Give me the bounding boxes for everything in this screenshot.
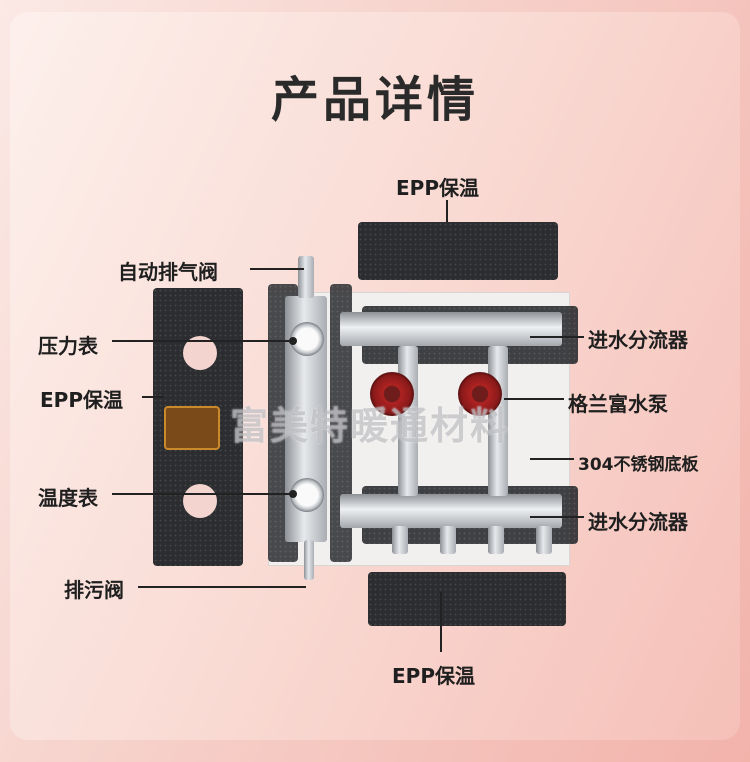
leader-epp-bottom — [440, 592, 442, 652]
label-pump: 格兰富水泵 — [568, 392, 668, 416]
label-air-valve: 自动排气阀 — [118, 260, 218, 284]
brand-badge — [164, 406, 220, 450]
leader-base-plate — [530, 458, 574, 460]
leader-air-valve — [250, 268, 304, 270]
label-pressure-gauge: 压力表 — [38, 334, 98, 358]
outlet-pipe — [488, 526, 504, 554]
outlet-pipe — [440, 526, 456, 554]
leader-thermometer — [112, 493, 292, 495]
label-drain-valve: 排污阀 — [64, 578, 124, 602]
page-title: 产品详情 — [270, 72, 479, 128]
leader-pump — [504, 398, 564, 400]
label-inlet-distributor-top: 进水分流器 — [588, 328, 688, 352]
leader-dot — [289, 490, 297, 498]
outlet-pipe — [536, 526, 552, 554]
label-epp-top: EPP保温 — [396, 176, 479, 200]
leader-inlet-distributor-bottom — [530, 516, 584, 518]
leader-pressure-gauge — [112, 340, 292, 342]
epp-bottom-block — [368, 572, 566, 626]
epp-frame-mid — [330, 284, 352, 562]
outlet-pipe — [392, 526, 408, 554]
label-epp-bottom: EPP保温 — [392, 664, 475, 688]
pump-right — [458, 372, 502, 416]
leader-drain-valve — [138, 586, 306, 588]
distributor-bottom — [340, 494, 562, 528]
label-epp-left: EPP保温 — [40, 388, 123, 412]
leader-inlet-distributor-top — [530, 336, 584, 338]
label-inlet-distributor-bottom: 进水分流器 — [588, 510, 688, 534]
epp-hole — [183, 484, 217, 518]
pump-left — [370, 372, 414, 416]
epp-top-block — [358, 222, 558, 280]
watermark: 富美特暖通材料 — [230, 404, 511, 448]
drain-valve-body — [304, 540, 314, 580]
leader-epp-left — [142, 396, 164, 398]
distributor-top — [340, 312, 562, 346]
label-thermometer: 温度表 — [38, 486, 98, 510]
air-valve-body — [298, 256, 314, 298]
label-base-plate: 304不锈钢底板 — [578, 455, 699, 475]
leader-dot — [289, 337, 297, 345]
